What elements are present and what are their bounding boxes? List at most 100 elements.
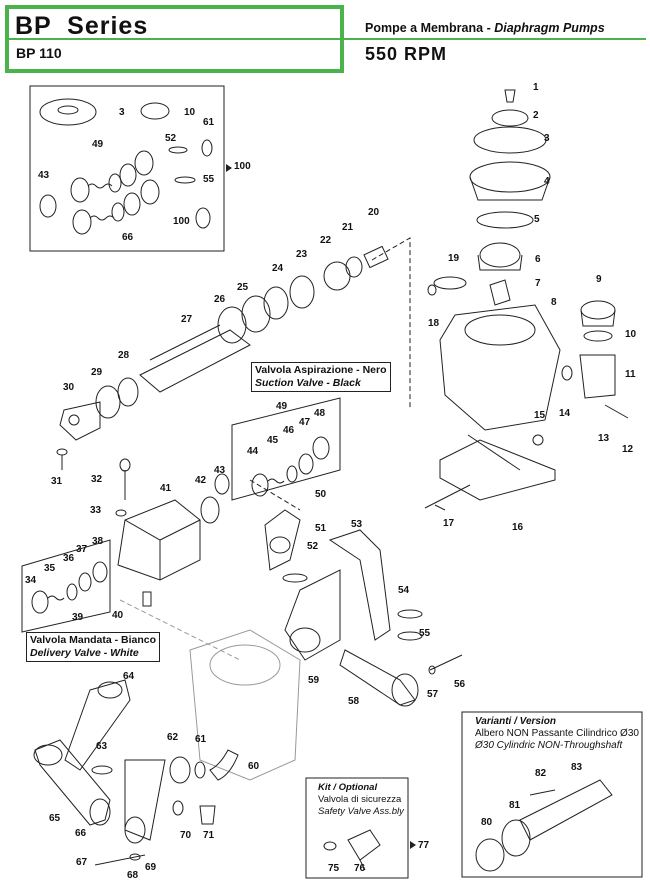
part-label-31: 31 bbox=[51, 476, 63, 487]
part-label-46: 46 bbox=[283, 425, 295, 436]
part-label-58: 58 bbox=[348, 696, 360, 707]
part-label-inset-49: 49 bbox=[92, 139, 104, 150]
part-label-43: 43 bbox=[214, 465, 226, 476]
kit-en: Safety Valve Ass.bly bbox=[318, 806, 404, 817]
part-label-4: 4 bbox=[544, 176, 550, 187]
part-label-39: 39 bbox=[72, 612, 84, 623]
part-label-83: 83 bbox=[571, 762, 583, 773]
part-label-28: 28 bbox=[118, 350, 130, 361]
suction-caption-it: Valvola Aspirazione - Nero bbox=[255, 364, 387, 376]
part-label-70: 70 bbox=[180, 830, 192, 841]
part-label-76: 76 bbox=[354, 863, 366, 874]
part-label-33: 33 bbox=[90, 505, 102, 516]
part-label-53: 53 bbox=[351, 519, 363, 530]
part-label-13: 13 bbox=[598, 433, 610, 444]
rpm-label: 550 RPM bbox=[365, 44, 448, 64]
part-label-37: 37 bbox=[76, 544, 88, 555]
manifold-parts bbox=[249, 479, 463, 707]
delivery-valve-bracket bbox=[21, 539, 111, 633]
part-label-59: 59 bbox=[308, 675, 320, 686]
part-label-17: 17 bbox=[443, 518, 455, 529]
part-label-45: 45 bbox=[267, 435, 279, 446]
suction-caption-en: Suction Valve - Black bbox=[255, 377, 361, 389]
part-label-7: 7 bbox=[535, 278, 541, 289]
part-label-36: 36 bbox=[63, 553, 75, 564]
part-label-69: 69 bbox=[145, 862, 157, 873]
part-label-inset-55: 55 bbox=[203, 174, 215, 185]
crankshaft-assembly bbox=[56, 237, 411, 470]
part-label-51: 51 bbox=[315, 523, 327, 534]
part-label-3: 3 bbox=[544, 133, 550, 144]
series-title: BP Series bbox=[15, 12, 149, 40]
part-label-inset-10: 10 bbox=[184, 107, 196, 118]
part-label-80: 80 bbox=[481, 817, 493, 828]
kit-it: Valvola di sicurezza bbox=[318, 794, 402, 805]
part-label-52: 52 bbox=[307, 541, 319, 552]
subtitle-italian: Pompe a Membrana - bbox=[365, 21, 495, 35]
suction-valve-bracket bbox=[231, 397, 341, 501]
inset-box bbox=[29, 85, 225, 252]
part-label-inset-3: 3 bbox=[119, 107, 125, 118]
kit-caption: Kit / Optional Valvola di sicurezza Safe… bbox=[318, 782, 404, 818]
part-label-77: 77 bbox=[418, 840, 430, 851]
part-label-inset-100: 100 bbox=[173, 216, 190, 227]
subtitle: Pompe a Membrana - Diaphragm Pumps bbox=[365, 21, 605, 35]
part-label-54: 54 bbox=[398, 585, 410, 596]
safety-valve bbox=[323, 829, 381, 871]
part-label-23: 23 bbox=[296, 249, 308, 260]
part-label-48: 48 bbox=[314, 408, 326, 419]
part-label-32: 32 bbox=[91, 474, 103, 485]
part-label-inset-61: 61 bbox=[203, 117, 215, 128]
part-label-22: 22 bbox=[320, 235, 332, 246]
part-label-60: 60 bbox=[248, 761, 260, 772]
part-label-12: 12 bbox=[622, 444, 634, 455]
suction-valve bbox=[251, 436, 330, 497]
variant-title: Varianti / Version bbox=[475, 716, 556, 727]
kit-box bbox=[305, 777, 409, 879]
pump-housing bbox=[424, 89, 629, 511]
arrows bbox=[226, 164, 416, 849]
model-name: BP 110 bbox=[16, 45, 62, 61]
valve-cover bbox=[115, 458, 201, 607]
delivery-caption: Valvola Mandata - Bianco Delivery Valve … bbox=[26, 632, 161, 662]
part-label-49: 49 bbox=[276, 401, 288, 412]
part-label-40: 40 bbox=[112, 610, 124, 621]
part-label-25: 25 bbox=[237, 282, 249, 293]
delivery-caption-it: Valvola Mandata - Bianco bbox=[30, 634, 157, 646]
part-label-66: 66 bbox=[75, 828, 87, 839]
suction-caption: Valvola Aspirazione - Nero Suction Valve… bbox=[251, 362, 391, 392]
part-label-11: 11 bbox=[625, 369, 636, 380]
subtitle-english: Diaphragm Pumps bbox=[494, 21, 605, 35]
inset-valve-lower bbox=[72, 179, 160, 235]
part-label-81: 81 bbox=[509, 800, 521, 811]
part-label-41: 41 bbox=[160, 483, 172, 494]
part-label-30: 30 bbox=[63, 382, 75, 393]
outlet-pipework bbox=[33, 679, 239, 866]
ghost-body bbox=[119, 599, 301, 781]
part-label-5: 5 bbox=[534, 214, 540, 225]
part-label-24: 24 bbox=[272, 263, 284, 274]
part-label-2: 2 bbox=[533, 110, 539, 121]
part-label-57: 57 bbox=[427, 689, 439, 700]
part-label-55: 55 bbox=[419, 628, 431, 639]
part-label-56: 56 bbox=[454, 679, 466, 690]
header-rule bbox=[6, 38, 646, 40]
part-label-34: 34 bbox=[25, 575, 37, 586]
variant-caption: Varianti / Version Albero NON Passante C… bbox=[475, 716, 639, 752]
part-label-20: 20 bbox=[368, 207, 380, 218]
part-label-10: 10 bbox=[625, 329, 637, 340]
part-label-26: 26 bbox=[214, 294, 226, 305]
part-label-27: 27 bbox=[181, 314, 193, 325]
part-label-21: 21 bbox=[342, 222, 354, 233]
kit-title: Kit / Optional bbox=[318, 782, 378, 793]
inset-oring-10 bbox=[140, 102, 170, 120]
part-label-6: 6 bbox=[535, 254, 541, 265]
part-label-19: 19 bbox=[448, 253, 460, 264]
inset-valve-upper bbox=[70, 150, 154, 203]
part-label-38: 38 bbox=[92, 536, 104, 547]
part-label-16: 16 bbox=[512, 522, 524, 533]
part-label-67: 67 bbox=[76, 857, 88, 868]
variant-box bbox=[461, 711, 643, 878]
